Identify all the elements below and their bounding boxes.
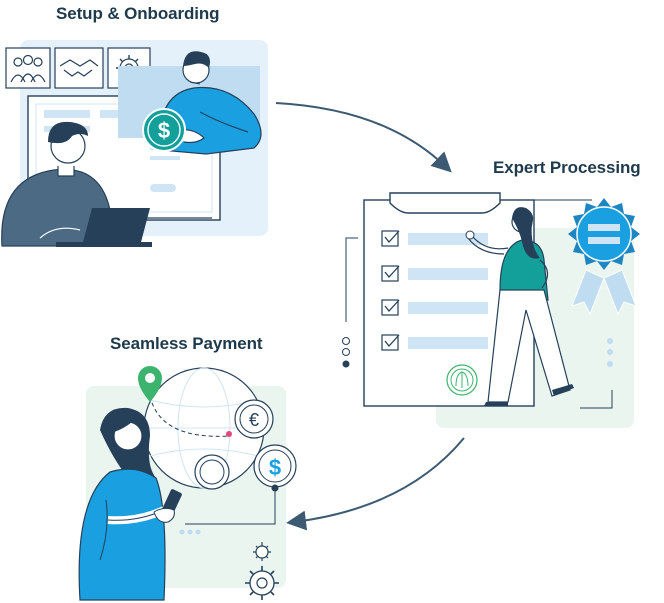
checkbox-icon (381, 334, 400, 351)
checkbox-icon (381, 265, 400, 282)
dot-indicator (607, 338, 613, 344)
location-pin-icon (138, 366, 162, 402)
person-pointing (465, 207, 574, 406)
person-with-laptop (1, 121, 115, 247)
dot-indicator (342, 337, 350, 345)
connector-line-left (345, 237, 358, 322)
setup-scene: $ (1, 40, 268, 247)
dot-indicator (342, 348, 350, 356)
coin-icon (194, 454, 230, 490)
step-title-processing: Expert Processing (493, 158, 641, 177)
dollar-coin-icon: $ (142, 108, 186, 152)
dot-indicator (607, 349, 613, 355)
svg-text:$: $ (158, 118, 170, 143)
gear-icon (253, 543, 271, 561)
dot-indicator (271, 484, 279, 492)
gear-icon (245, 566, 279, 600)
dot-indicator (607, 361, 613, 367)
flow-arrow-1 (275, 102, 452, 173)
processing-scene (342, 192, 640, 428)
svg-text:€: € (249, 410, 259, 430)
connector-line (185, 488, 276, 525)
dot-indicator (187, 529, 193, 535)
laptop-icon (56, 208, 152, 247)
step-title-setup: Setup & Onboarding (56, 4, 220, 23)
payment-scene: € $ (78, 366, 297, 601)
handshake-icon (54, 47, 104, 89)
flow-arrow-2 (286, 437, 465, 531)
dot-indicator (195, 529, 201, 535)
step-title-payment: Seamless Payment (110, 334, 263, 353)
team-icon (5, 47, 51, 89)
leaf-stamp-icon (446, 364, 478, 396)
award-badge-icon (568, 198, 640, 316)
dot-indicator (179, 529, 185, 535)
person-standing (159, 51, 262, 155)
checkbox-icon (381, 230, 400, 247)
globe-icon (143, 367, 265, 489)
connector-line-right (580, 390, 613, 409)
dot-indicator (342, 360, 350, 368)
dollar-coin-icon: $ (253, 444, 297, 488)
svg-text:$: $ (269, 455, 281, 480)
euro-coin-icon: € (234, 399, 274, 439)
hand (153, 507, 175, 523)
checkbox-icon (381, 299, 400, 316)
